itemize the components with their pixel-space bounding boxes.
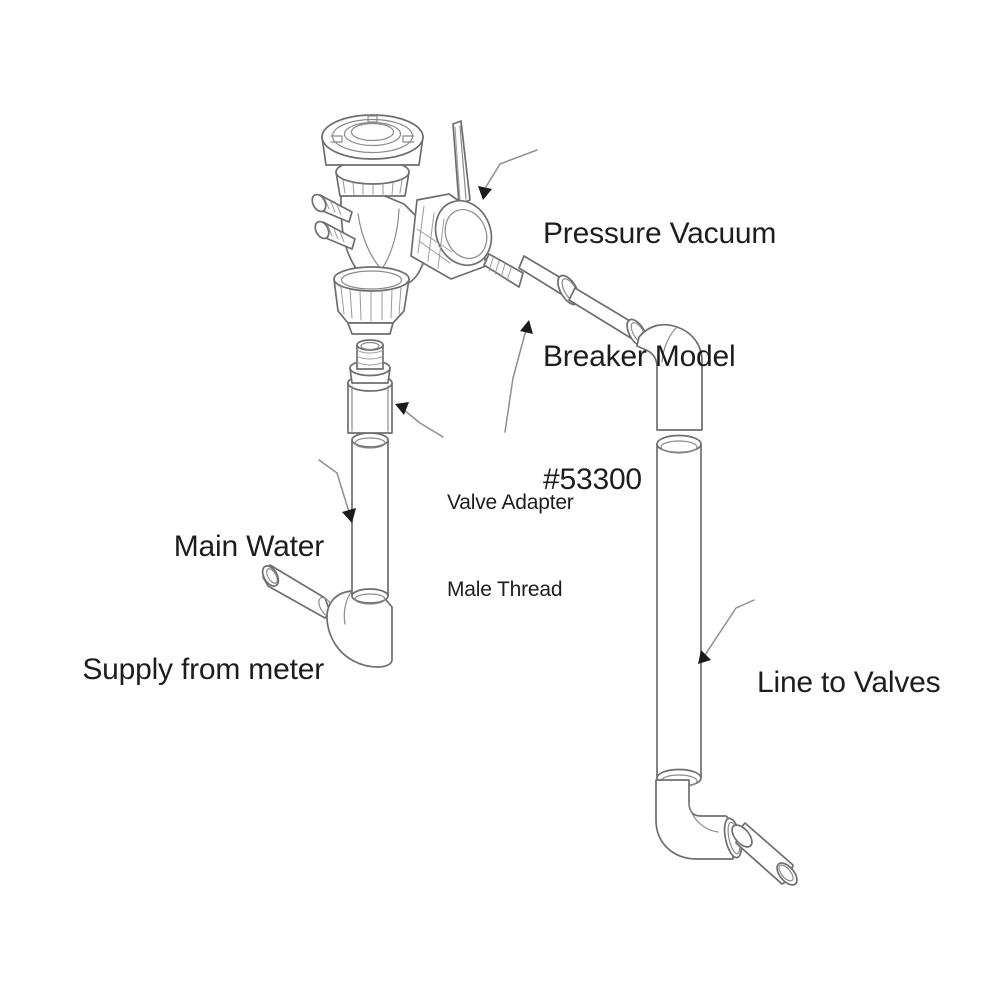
label-main-water-line2: Supply from meter <box>82 653 324 686</box>
label-line-to-valves: Line to Valves <box>757 580 941 785</box>
elbow-upper-right <box>636 323 703 431</box>
label-valve-adapter-line1: Valve Adapter <box>447 491 574 514</box>
elbow-lower-left <box>326 590 393 668</box>
knurled-union-nut-inlet <box>333 266 410 335</box>
label-valve-adapter-line2: Male Thread <box>447 578 563 601</box>
label-pvb-line2: Breaker Model <box>543 340 736 373</box>
leader-valve-adapter-2 <box>504 320 533 433</box>
label-pressure-vacuum-breaker: Pressure Vacuum Breaker Model #53300 <box>543 131 776 582</box>
valve-adapter-male-thread-inlet <box>347 339 393 434</box>
leader-pvb <box>478 149 538 200</box>
test-cock-lower <box>314 220 356 250</box>
elbow-lower-right <box>655 779 743 860</box>
label-main-water-line1: Main Water <box>173 530 324 563</box>
downpipe-right <box>656 434 702 788</box>
label-line-to-valves-line1: Line to Valves <box>757 666 941 699</box>
label-main-water-supply: Main Water Supply from meter <box>6 444 324 772</box>
riser-pipe-left <box>351 432 389 605</box>
knurled-union-nut-outlet <box>410 193 493 280</box>
test-cock-upper <box>311 193 353 223</box>
label-pvb-line1: Pressure Vacuum <box>543 217 777 250</box>
leader-main-water <box>318 459 356 523</box>
pipe-stub-lower-left <box>261 564 334 619</box>
shutoff-handle <box>452 120 471 205</box>
label-valve-adapter-male-thread: Valve Adapter Male Thread <box>447 430 574 662</box>
leader-line-to-valves <box>698 599 755 664</box>
bonnet-cap <box>321 114 424 166</box>
label-pvb-line3: #53300 <box>543 463 642 496</box>
leader-valve-adapter <box>395 402 444 438</box>
pipe-stub-lower-right <box>731 822 798 886</box>
knurled-collar-upper <box>335 159 410 197</box>
